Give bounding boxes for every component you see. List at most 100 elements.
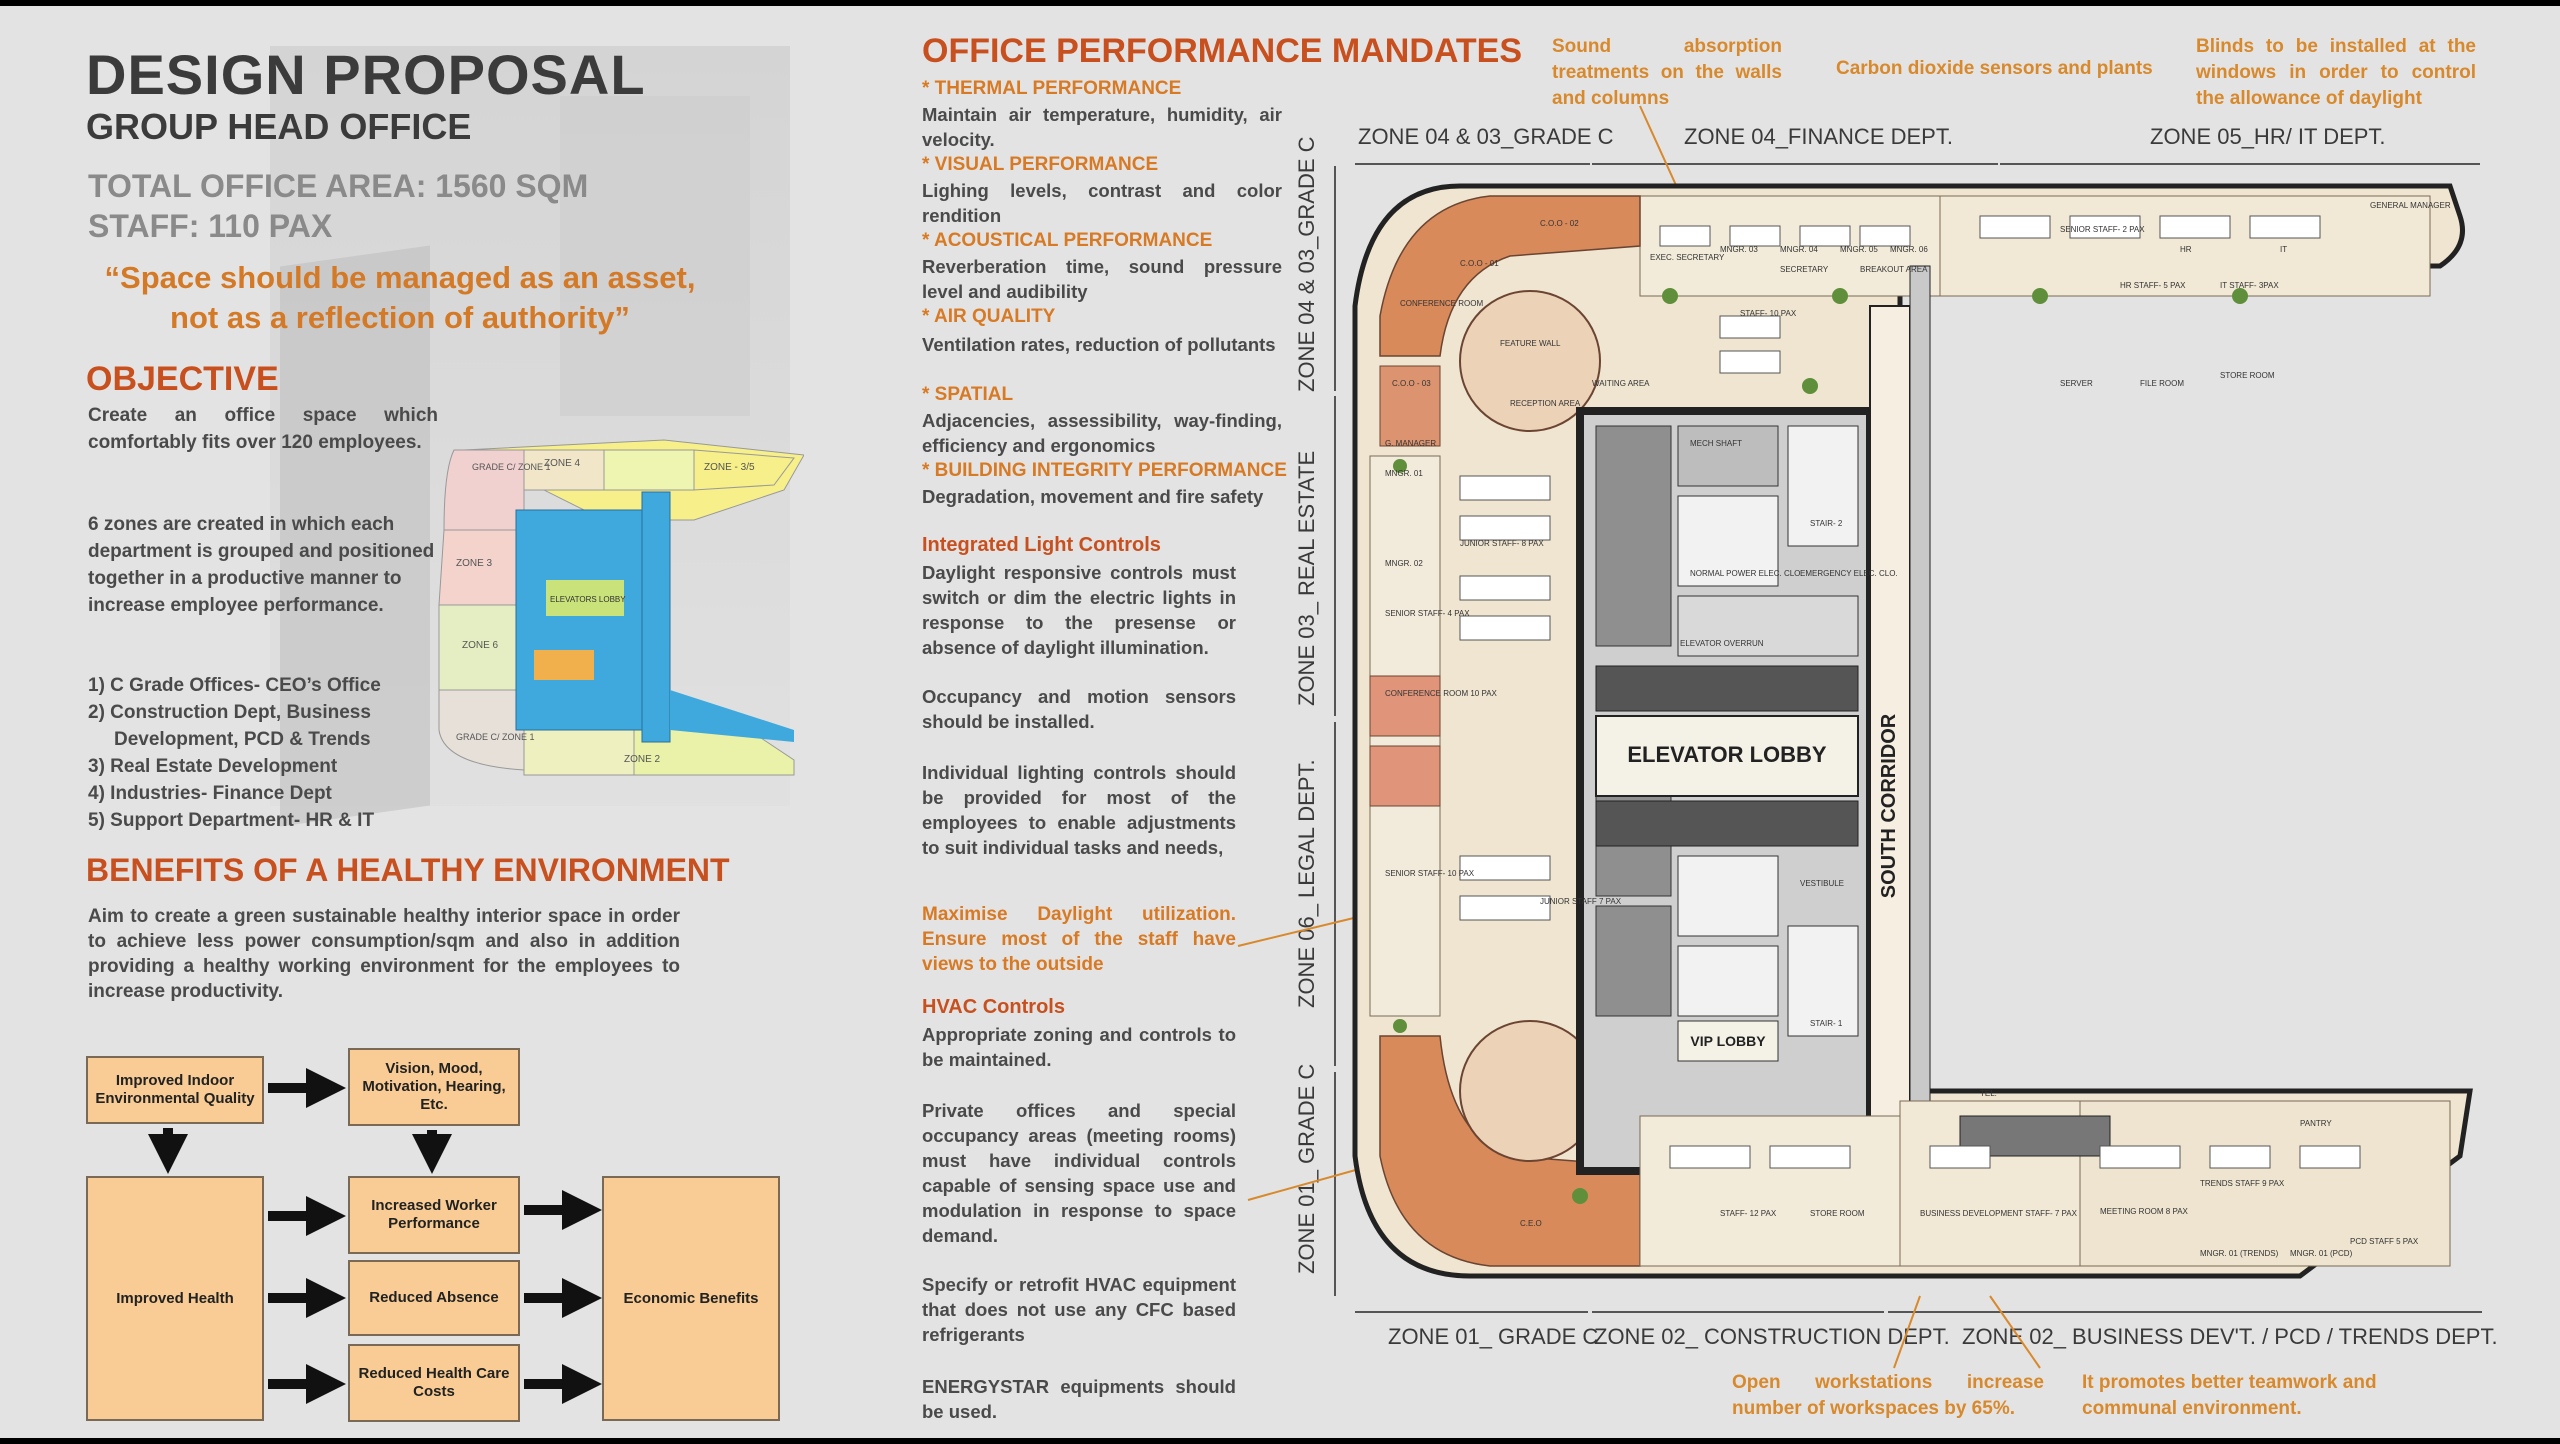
room-label: FEATURE WALL [1500,339,1561,348]
room-label: MNGR. 05 [1840,245,1878,254]
room-label: HR [2180,245,2192,254]
hvac-heading: HVAC Controls [922,996,1065,1018]
mandate-text: Degradation, movement and fire safety [922,486,1264,507]
list-item: 2) Construction Dept, Business [88,702,371,723]
flow-box-worker-performance: Increased Worker Performance [348,1176,520,1254]
room-label: EXEC. SECRETARY [1650,253,1725,262]
list-item: Development, PCD & Trends [114,729,371,750]
objective-heading: OBJECTIVE [86,360,279,398]
objective-text: Create an office space which comfortably… [88,405,438,453]
room-label: MNGR. 06 [1890,245,1928,254]
room-label: MECH SHAFT [1690,439,1742,448]
room-label: MNGR. 01 [1385,469,1423,478]
room-label: SENIOR STAFF- 2 PAX [2060,225,2145,234]
room-label: JUNIOR STAFF- 8 PAX [1460,539,1544,548]
room-label: STORE ROOM [1810,1209,1865,1218]
room-label: CONFERENCE ROOM 10 PAX [1385,689,1498,698]
page-title: DESIGN PROPOSAL [86,43,646,106]
note-blinds: Blinds to be installed at the windows in… [2196,36,2476,109]
mini-label: ELEVATORS LOBBY [550,595,626,604]
room-label: STORE ROOM [2220,371,2275,380]
mandate-title: * THERMAL PERFORMANCE [922,78,1182,99]
flow-box-absence: Reduced Absence [348,1260,520,1336]
mandate-text: Ventilation rates, reduction of pollutan… [922,334,1276,355]
room-label: IT [2280,245,2287,254]
hvac-text: Appropriate zoning and controls to be ma… [922,1024,1236,1070]
room-label: PCD STAFF 5 PAX [2350,1237,2419,1246]
room-label: SERVER [2060,379,2093,388]
zone-label: ZONE 05_HR/ IT DEPT. [2150,124,2386,149]
room-label: VESTIBULE [1800,879,1844,888]
flow-box-health: Improved Health [86,1176,264,1421]
light-controls-text: Individual lighting controls should be p… [922,762,1236,858]
room-label: C.O.O - 01 [1460,259,1499,268]
room-label: HR STAFF- 5 PAX [2120,281,2186,290]
mini-label: ZONE 6 [462,640,499,651]
list-item: 3) Real Estate Development [88,756,338,777]
zone-label: ZONE 02_ BUSINESS DEV'T. / PCD / TRENDS … [1962,1324,2498,1349]
background-tower-image [560,96,750,416]
room-label: C.O.O - 03 [1392,379,1431,388]
left-panel: DESIGN PROPOSAL GROUP HEAD OFFICE TOTAL … [0,6,870,1438]
room-label: STAFF- 12 PAX [1720,1209,1777,1218]
room-label: WAITING AREA [1592,379,1650,388]
room-label: BUSINESS DEVELOPMENT STAFF- 7 PAX [1920,1209,2078,1218]
hvac-text: ENERGYSTAR equipments should be used. [922,1376,1236,1422]
mandate-text: Lighing levels, contrast and color rendi… [922,180,1282,226]
flowchart-arrows [148,1068,602,1404]
room-label: MNGR. 04 [1780,245,1818,254]
room-label: C.O.O - 02 [1540,219,1579,228]
room-label: CONFERENCE ROOM [1400,299,1483,308]
mini-label: ZONE - 3/5 [704,462,755,473]
room-label: MNGR. 01 (PCD) [2290,1249,2353,1258]
room-label: PANTRY [2300,1119,2332,1128]
note-teamwork: It promotes better teamwork and communal… [2082,1372,2377,1419]
list-item: 4) Industries- Finance Dept [88,783,332,804]
mini-label: GRADE C/ ZONE 1 [472,462,551,472]
mini-label: ZONE 2 [624,754,661,765]
note-sound: Sound absorption treatments on the walls… [1552,36,1782,109]
mandate-title: * ACOUSTICAL PERFORMANCE [922,230,1213,251]
zoning-mini-plan: GRADE C/ ZONE 1 ZONE 4 ZONE - 3/5 ZONE 3… [438,439,804,776]
quote-line: not as a reflection of authority” [170,300,630,335]
south-corridor-label: SOUTH CORRIDOR [1878,713,1900,898]
room-label: STAIR- 2 [1810,519,1843,528]
mandate-text: Reverberation time, sound pressure level… [922,256,1282,302]
mini-label: ZONE 3 [456,558,493,569]
design-board: DESIGN PROPOSAL GROUP HEAD OFFICE TOTAL … [0,6,2560,1438]
hvac-text: Specify or retrofit HVAC equipment that … [922,1274,1236,1345]
mini-label: ZONE 4 [544,458,581,469]
room-label: MEETING ROOM 8 PAX [2100,1207,2189,1216]
benefits-text: Aim to create a green sustainable health… [88,906,680,1002]
room-label: TEL. [1980,1089,1997,1098]
room-label: FILE ROOM [2140,379,2184,388]
mini-label: GRADE C/ ZONE 1 [456,732,535,742]
room-label: MNGR. 03 [1720,245,1758,254]
note-open-workstations: Open workstations increase number of wor… [1732,1372,2044,1419]
room-label: SECRETARY [1780,265,1829,274]
zone-label: ZONE 02_ CONSTRUCTION DEPT. [1594,1324,1950,1349]
list-item: 5) Support Department- HR & IT [88,810,375,831]
room-label: MNGR. 01 (TRENDS) [2200,1249,2279,1258]
dimension-lines [1237,105,2482,1369]
mandate-text: Maintain air temperature, humidity, air … [922,104,1282,150]
zone-label: ZONE 04 & 03_GRADE C [1358,124,1614,149]
note-co2: Carbon dioxide sensors and plants [1836,58,2153,79]
daylight-note: Maximise Daylight utilization. Ensure mo… [922,904,1236,975]
mandate-title: * AIR QUALITY [922,306,1056,327]
total-area: TOTAL OFFICE AREA: 1560 SQM [88,168,589,204]
quote-line: “Space should be managed as an asset, [104,260,696,295]
flow-box-indoor-quality: Improved Indoor Environmental Quality [86,1056,264,1124]
room-label: RECEPTION AREA [1510,399,1581,408]
room-label: STAIR- 1 [1810,1019,1843,1028]
light-controls-heading: Integrated Light Controls [922,534,1161,556]
staff-count: STAFF: 110 PAX [88,208,333,244]
hvac-text: Private offices and special occupancy ar… [922,1100,1236,1246]
room-label: EMERGENCY ELEC. CLO. [1800,569,1898,578]
mandate-text: Adjacencies, assessibility, way-finding,… [922,410,1282,456]
room-label: MNGR. 02 [1385,559,1423,568]
room-label: NORMAL POWER ELEC. CLO. [1690,569,1803,578]
light-controls-text: Occupancy and motion sensors should be i… [922,686,1236,732]
room-label: TRENDS STAFF 9 PAX [2200,1179,2285,1188]
room-label: SENIOR STAFF- 10 PAX [1385,869,1475,878]
